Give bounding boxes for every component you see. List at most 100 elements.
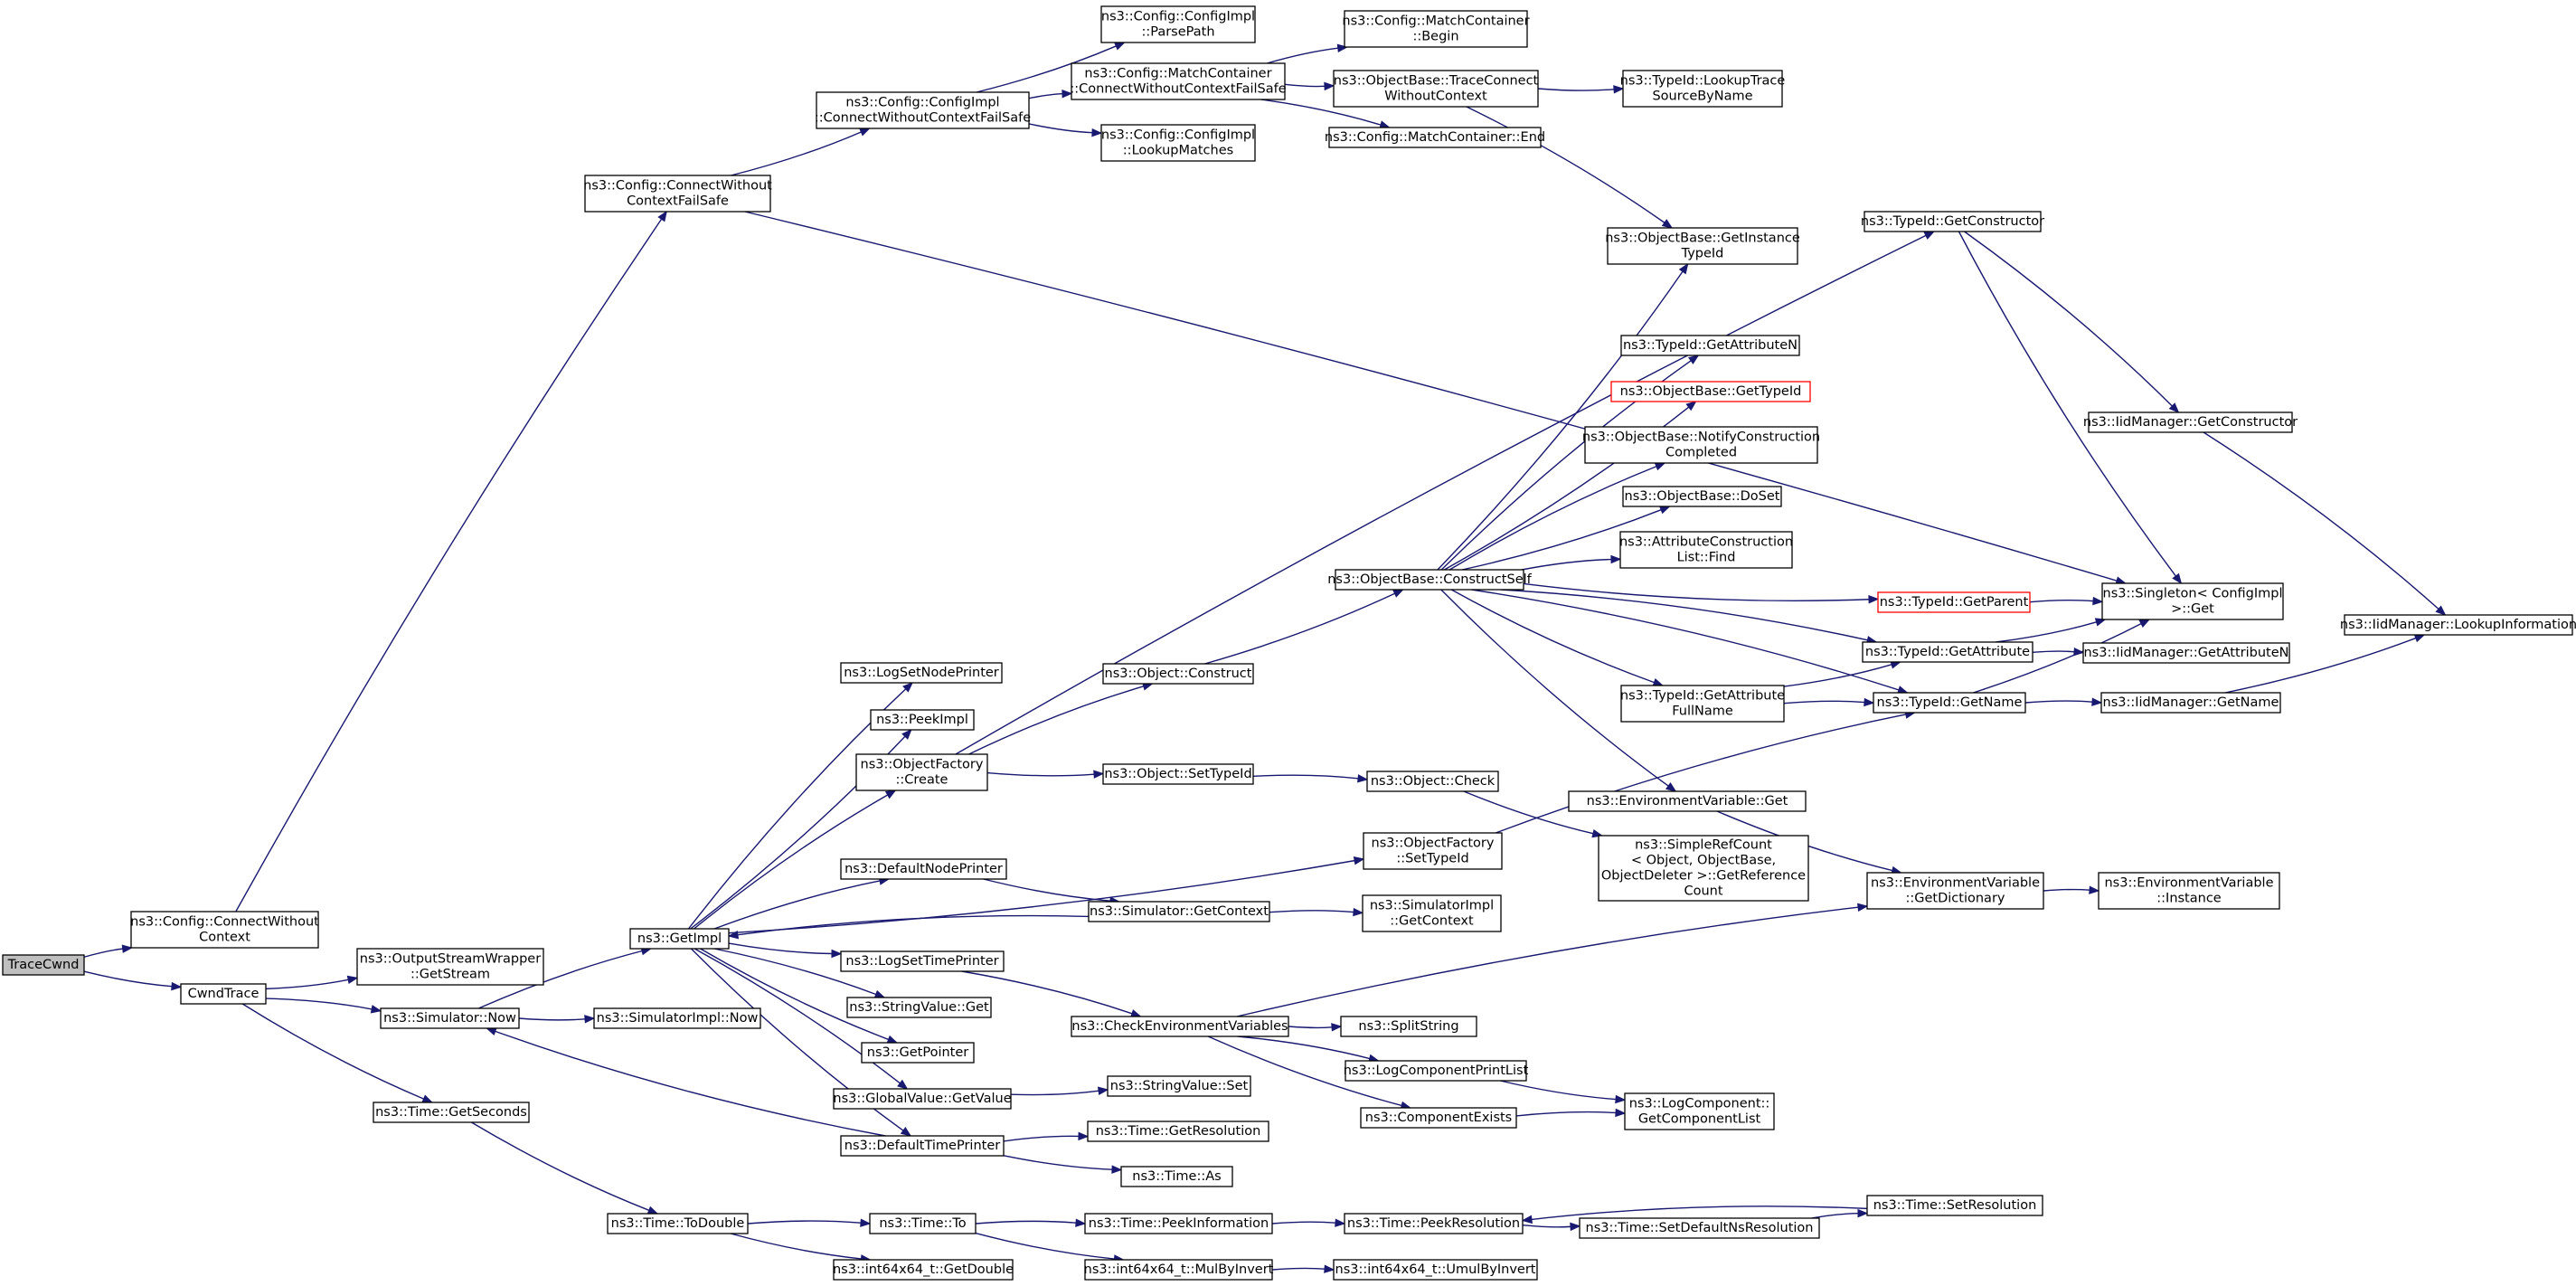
edge-line [2043, 888, 2090, 892]
node-label: ns3::TypeId::LookupTrace [1620, 74, 1786, 89]
node-gv_getvalue[interactable]: ns3::GlobalValue::GetValue [833, 1088, 1012, 1110]
node-time_setres[interactable]: ns3::Time::SetResolution [1866, 1195, 2043, 1216]
node-osw_getstream[interactable]: ns3::OutputStreamWrapper::GetStream [356, 948, 544, 986]
node-iid_getconstructor[interactable]: ns3::IidManager::GetConstructor [2083, 411, 2298, 433]
node-label: ns3::SplitString [1358, 1019, 1458, 1034]
edge-line [1495, 714, 1907, 834]
node-tid_getattrn[interactable]: ns3::TypeId::GetAttributeN [1620, 335, 1800, 356]
node-time_getres[interactable]: ns3::Time::GetResolution [1087, 1121, 1269, 1142]
edge-arrowhead [1392, 589, 1404, 598]
edge-line [1537, 88, 1615, 91]
node-envvar_getdict[interactable]: ns3::EnvironmentVariable::GetDictionary [1866, 872, 2044, 910]
node-cwndtrace[interactable]: CwndTrace [180, 983, 267, 1005]
node-getpointer[interactable]: ns3::GetPointer [861, 1042, 975, 1064]
node-logcompprintlist[interactable]: ns3::LogComponentPrintList [1344, 1060, 1529, 1082]
node-splitstring[interactable]: ns3::SplitString [1340, 1016, 1477, 1037]
node-ob_notify[interactable]: ns3::ObjectBase::NotifyConstructionCompl… [1582, 426, 1820, 464]
node-cfgimpl_lookup[interactable]: ns3::Config::ConfigImpl::LookupMatches [1100, 124, 1256, 162]
node-of_settypeid[interactable]: ns3::ObjectFactory::SetTypeId [1363, 832, 1503, 870]
node-int64_mulbyinvert[interactable]: ns3::int64x64_t::MulByInvert [1084, 1259, 1274, 1281]
edge-arrowhead [1570, 1222, 1581, 1232]
node-mc_connect[interactable]: ns3::Config::MatchContainer::ConnectWith… [1070, 62, 1287, 100]
node-of_create[interactable]: ns3::ObjectFactory::Create [855, 753, 988, 791]
node-label: ns3::ComponentExists [1365, 1111, 1513, 1125]
edge-line [1996, 621, 2097, 643]
node-stringvalue_set[interactable]: ns3::StringValue::Set [1107, 1075, 1251, 1097]
node-obj_construct[interactable]: ns3::Object::Construct [1102, 663, 1254, 685]
node-obj_settypeid[interactable]: ns3::Object::SetTypeId [1102, 763, 1254, 785]
node-iid_getattrn[interactable]: ns3::IidManager::GetAttributeN [2082, 642, 2290, 664]
node-cfgimpl_connect_fs[interactable]: ns3::Config::ConfigImpl::ConnectWithoutC… [815, 91, 1031, 129]
edge-arrowhead [1331, 1023, 1343, 1032]
node-label: ns3::EnvironmentVariable::Get [1587, 794, 1788, 808]
node-mc_end[interactable]: ns3::Config::MatchContainer::End [1325, 127, 1545, 148]
node-cfg_connect_fs[interactable]: ns3::Config::ConnectWithoutContextFailSa… [583, 175, 772, 213]
node-logsettimeprinter[interactable]: ns3::LogSetTimePrinter [840, 950, 1005, 972]
node-simimpl_now[interactable]: ns3::SimulatorImpl::Now [593, 1007, 761, 1029]
node-time_setdefaultns[interactable]: ns3::Time::SetDefaultNsResolution [1579, 1217, 1820, 1239]
node-int64_getdouble[interactable]: ns3::int64x64_t::GetDouble [833, 1259, 1014, 1281]
node-getimpl[interactable]: ns3::GetImpl [629, 928, 730, 950]
node-defaultnodeprinter[interactable]: ns3::DefaultNodePrinter [840, 858, 1007, 880]
node-label: ::Begin [1412, 30, 1458, 44]
edge-line [700, 948, 889, 1041]
node-iid_lookupinfo[interactable]: ns3::IidManager::LookupInformation [2340, 614, 2576, 636]
node-ob_traceconnect[interactable]: ns3::ObjectBase::TraceConnectWithoutCont… [1333, 70, 1539, 108]
node-time_peekres[interactable]: ns3::Time::PeekResolution [1344, 1213, 1524, 1234]
node-singleton_get[interactable]: ns3::Singleton< ConfigImpl>::Get [2101, 582, 2284, 620]
node-ob_constructself[interactable]: ns3::ObjectBase::ConstructSelf [1327, 569, 1533, 591]
node-defaulttimeprinter[interactable]: ns3::DefaultTimePrinter [840, 1135, 1005, 1157]
node-box [1088, 901, 1270, 922]
node-time_to[interactable]: ns3::Time::To [869, 1213, 977, 1234]
node-tid_getconstructor[interactable]: ns3::TypeId::GetConstructor [1861, 211, 2044, 232]
node-tracecwnd[interactable]: TraceCwnd [2, 954, 85, 976]
node-simplerefcount[interactable]: ns3::SimpleRefCount< Object, ObjectBase,… [1598, 835, 1809, 902]
node-ob_gettypeid[interactable]: ns3::ObjectBase::GetTypeId [1610, 381, 1811, 402]
node-cfg_connect[interactable]: ns3::Config::ConnectWithoutContext [130, 911, 319, 949]
node-label: ns3::CheckEnvironmentVariables [1071, 1019, 1288, 1034]
node-int64_umulbyinvert[interactable]: ns3::int64x64_t::UmulByInvert [1333, 1259, 1538, 1281]
edge-line [1958, 231, 2176, 577]
node-tid_getparent[interactable]: ns3::TypeId::GetParent [1877, 591, 2031, 613]
node-box [2098, 872, 2280, 910]
edge-ob_constructself-to-tid_getparent [1523, 582, 1880, 604]
node-label: ::SetTypeId [1396, 852, 1468, 866]
node-componentexists[interactable]: ns3::ComponentExists [1360, 1107, 1517, 1129]
node-time_getseconds[interactable]: ns3::Time::GetSeconds [373, 1102, 530, 1123]
node-tid_getattribute[interactable]: ns3::TypeId::GetAttribute [1862, 641, 2033, 663]
node-checkenv[interactable]: ns3::CheckEnvironmentVariables [1071, 1016, 1289, 1037]
edge-line [1783, 664, 1892, 687]
node-mc_begin[interactable]: ns3::Config::MatchContainer::Begin [1342, 10, 1530, 48]
node-simimpl_getcontext[interactable]: ns3::SimulatorImpl::GetContext [1362, 894, 1502, 932]
node-time_peekinfo[interactable]: ns3::Time::PeekInformation [1084, 1213, 1273, 1234]
node-time_todouble[interactable]: ns3::Time::ToDouble [607, 1213, 749, 1234]
edge-ob_constructself-to-tid_getname [1471, 589, 1909, 695]
edge-line [1471, 589, 1900, 691]
node-logsetnodeprinter[interactable]: ns3::LogSetNodePrinter [840, 662, 1003, 684]
node-stringvalue_get[interactable]: ns3::StringValue::Get [846, 997, 992, 1018]
node-ob_doset[interactable]: ns3::ObjectBase::DoSet [1622, 486, 1782, 507]
node-obj_check[interactable]: ns3::Object::Check [1366, 771, 1499, 792]
node-sim_now[interactable]: ns3::Simulator::Now [380, 1007, 520, 1029]
edge-line [975, 1220, 1077, 1225]
edge-line [747, 1220, 862, 1225]
node-sim_getcontext[interactable]: ns3::Simulator::GetContext [1088, 901, 1270, 922]
edge-envvar_getdict-to-envvar_instance [2043, 885, 2100, 894]
node-lc_getcomplist[interactable]: ns3::LogComponent::GetComponentList [1624, 1092, 1775, 1130]
node-envvar_get[interactable]: ns3::EnvironmentVariable::Get [1568, 790, 1807, 812]
node-label: ns3::Time::To [879, 1216, 966, 1231]
node-cfgimpl_parsepath[interactable]: ns3::Config::ConfigImpl::ParsePath [1100, 5, 1256, 43]
edge-line [241, 1003, 424, 1100]
node-iid_getname[interactable]: ns3::IidManager::GetName [2100, 692, 2281, 714]
node-tid_getname[interactable]: ns3::TypeId::GetName [1873, 692, 2026, 714]
node-envvar_instance[interactable]: ns3::EnvironmentVariable::Instance [2098, 872, 2280, 910]
node-time_as[interactable]: ns3::Time::As [1120, 1166, 1233, 1187]
node-peekimpl[interactable]: ns3::PeekImpl [870, 709, 975, 731]
node-box [1102, 763, 1254, 785]
edge-line [2029, 599, 2094, 603]
